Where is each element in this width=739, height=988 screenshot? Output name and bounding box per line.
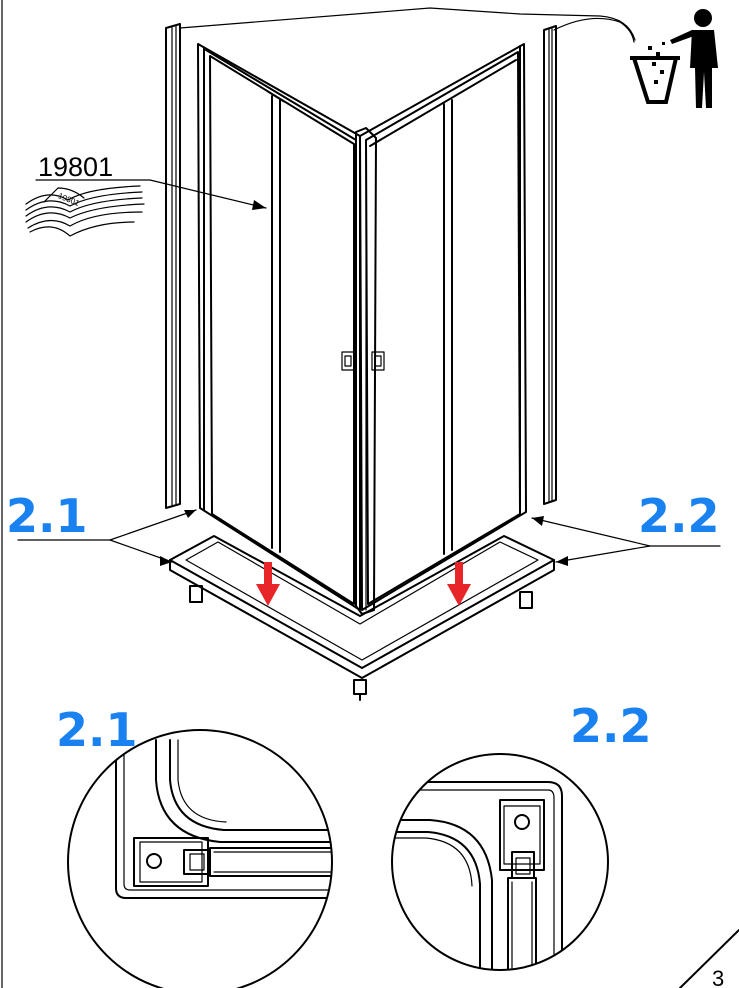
part-number-leader <box>35 179 267 209</box>
page-corner-line <box>679 929 739 988</box>
left-door-panel <box>197 43 361 611</box>
manual-book-icon: 19801 <box>25 185 145 237</box>
trash-disposal-icon <box>630 9 718 108</box>
right-door-panel <box>359 43 527 611</box>
callout-label-left: 2.1 <box>6 489 88 543</box>
detail-circle-right <box>391 753 609 971</box>
left-wall-profile <box>165 23 181 509</box>
detail-circle-left <box>67 729 333 988</box>
right-callout-leader <box>531 516 721 566</box>
part-number-label: 19801 <box>38 152 113 182</box>
callout-label-right: 2.2 <box>638 489 720 543</box>
down-arrow-icon <box>256 562 471 606</box>
corner-post <box>355 127 377 615</box>
right-wall-profile <box>543 25 557 505</box>
shower-tray <box>169 535 555 701</box>
detail-label-left: 2.1 <box>56 703 138 757</box>
left-callout-leader <box>17 509 197 566</box>
detail-label-right: 2.2 <box>570 699 652 753</box>
handle-icon <box>341 351 385 371</box>
page-number: 3 <box>712 966 724 988</box>
packaging-disposal-line <box>179 7 636 43</box>
